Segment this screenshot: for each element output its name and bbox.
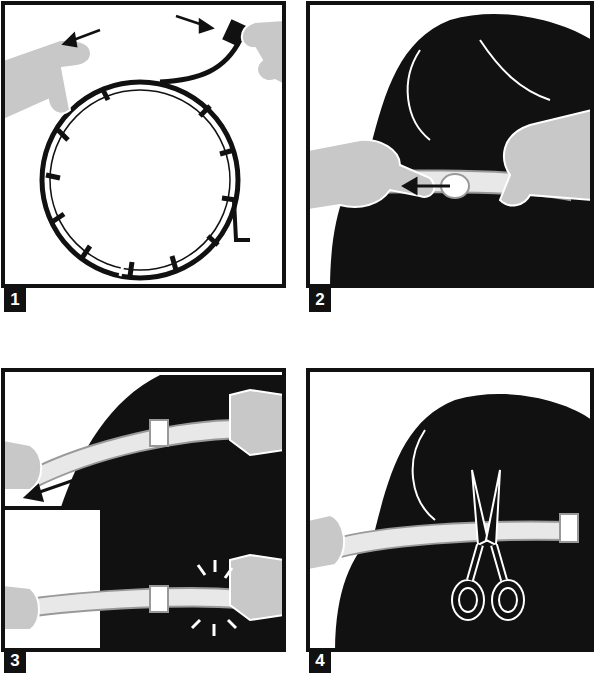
- step-number: 2: [309, 288, 331, 312]
- panel-four-art: [308, 394, 592, 650]
- panel-one-art: [3, 16, 284, 278]
- panel-two-art: [308, 14, 592, 286]
- step-number: 1: [4, 288, 26, 312]
- panel-frame: [308, 3, 592, 286]
- panel-frame: [3, 370, 284, 650]
- step-number: 4: [309, 649, 331, 673]
- panel-frame: [308, 370, 592, 650]
- panel-three-art: [3, 375, 284, 650]
- panel-frame: [3, 3, 284, 286]
- step-number: 3: [4, 649, 26, 673]
